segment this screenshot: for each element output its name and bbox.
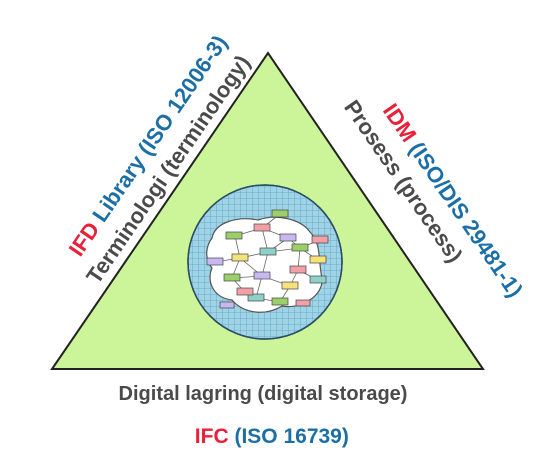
bottom-description: Digital lagring (digital storage) <box>119 383 408 405</box>
network-nodes <box>206 209 329 309</box>
bottom-standard-line: IFC (ISO 16739) <box>166 425 367 448</box>
bottom-standard: (ISO 16739) <box>229 425 349 448</box>
globe <box>187 184 343 340</box>
bottom-acronym: IFC <box>195 425 229 448</box>
